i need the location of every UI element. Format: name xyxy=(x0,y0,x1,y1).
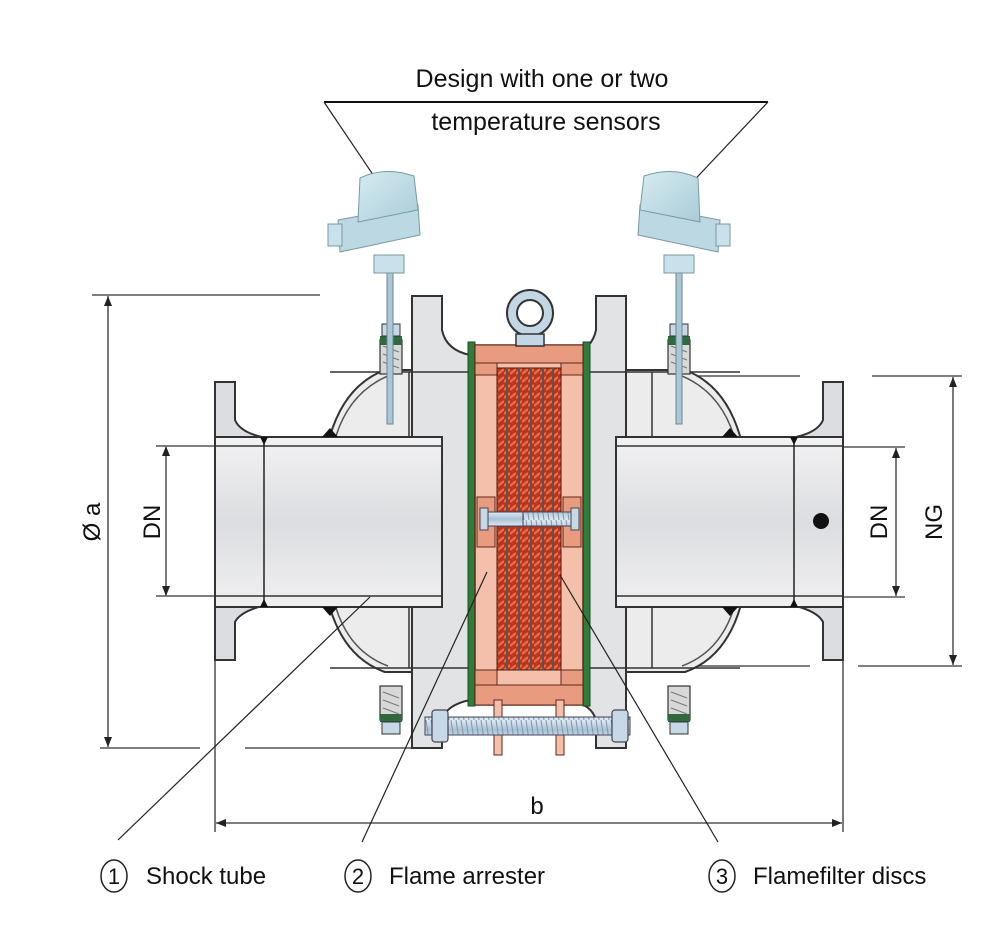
outer-diameter-label: Ø a xyxy=(79,502,106,541)
dimension-ng: NG xyxy=(652,375,962,667)
title-line-2: temperature sensors xyxy=(431,108,660,136)
leader-flamefilter-discs xyxy=(559,574,719,843)
shock-tube-left xyxy=(214,381,443,661)
temperature-sensor-right xyxy=(637,171,731,735)
dimension-outer-diameter: Ø a xyxy=(79,294,420,749)
legend-item-flamefilter-discs: 3 Flamefilter discs xyxy=(708,859,926,893)
number-circle-icon xyxy=(708,859,736,893)
legend-number: 3 xyxy=(716,864,728,889)
legend-number: 1 xyxy=(108,864,120,889)
legend-item-flame-arrester: 2 Flame arrester xyxy=(344,859,545,893)
shock-tube-right xyxy=(615,381,844,661)
dimension-dn-right: DN xyxy=(792,446,905,598)
leader-sensor-right xyxy=(683,101,769,192)
dimension-dn-left: DN xyxy=(139,445,262,597)
dn-right-label: DN xyxy=(866,505,893,540)
legend-label: Shock tube xyxy=(146,863,266,890)
overall-length-label: b xyxy=(530,793,543,820)
ng-label: NG xyxy=(921,504,948,540)
legend-label: Flamefilter discs xyxy=(753,863,926,890)
temperature-sensor-left xyxy=(327,171,421,735)
number-circle-icon xyxy=(344,859,372,893)
legend-number: 2 xyxy=(352,864,364,889)
legend-label: Flame arrester xyxy=(389,863,545,890)
tie-rod xyxy=(424,699,631,756)
dn-left-label: DN xyxy=(139,505,166,540)
eye-bolt-icon xyxy=(506,289,554,347)
leader-flame-arrester xyxy=(361,571,488,843)
leader-shock-tube xyxy=(117,596,371,841)
number-circle-icon xyxy=(100,859,128,893)
title-line-1: Design with one or two xyxy=(416,65,669,93)
center-bolt xyxy=(479,507,580,531)
drain-port-icon xyxy=(813,513,829,529)
legend-item-shock-tube: 1 Shock tube xyxy=(100,859,266,893)
